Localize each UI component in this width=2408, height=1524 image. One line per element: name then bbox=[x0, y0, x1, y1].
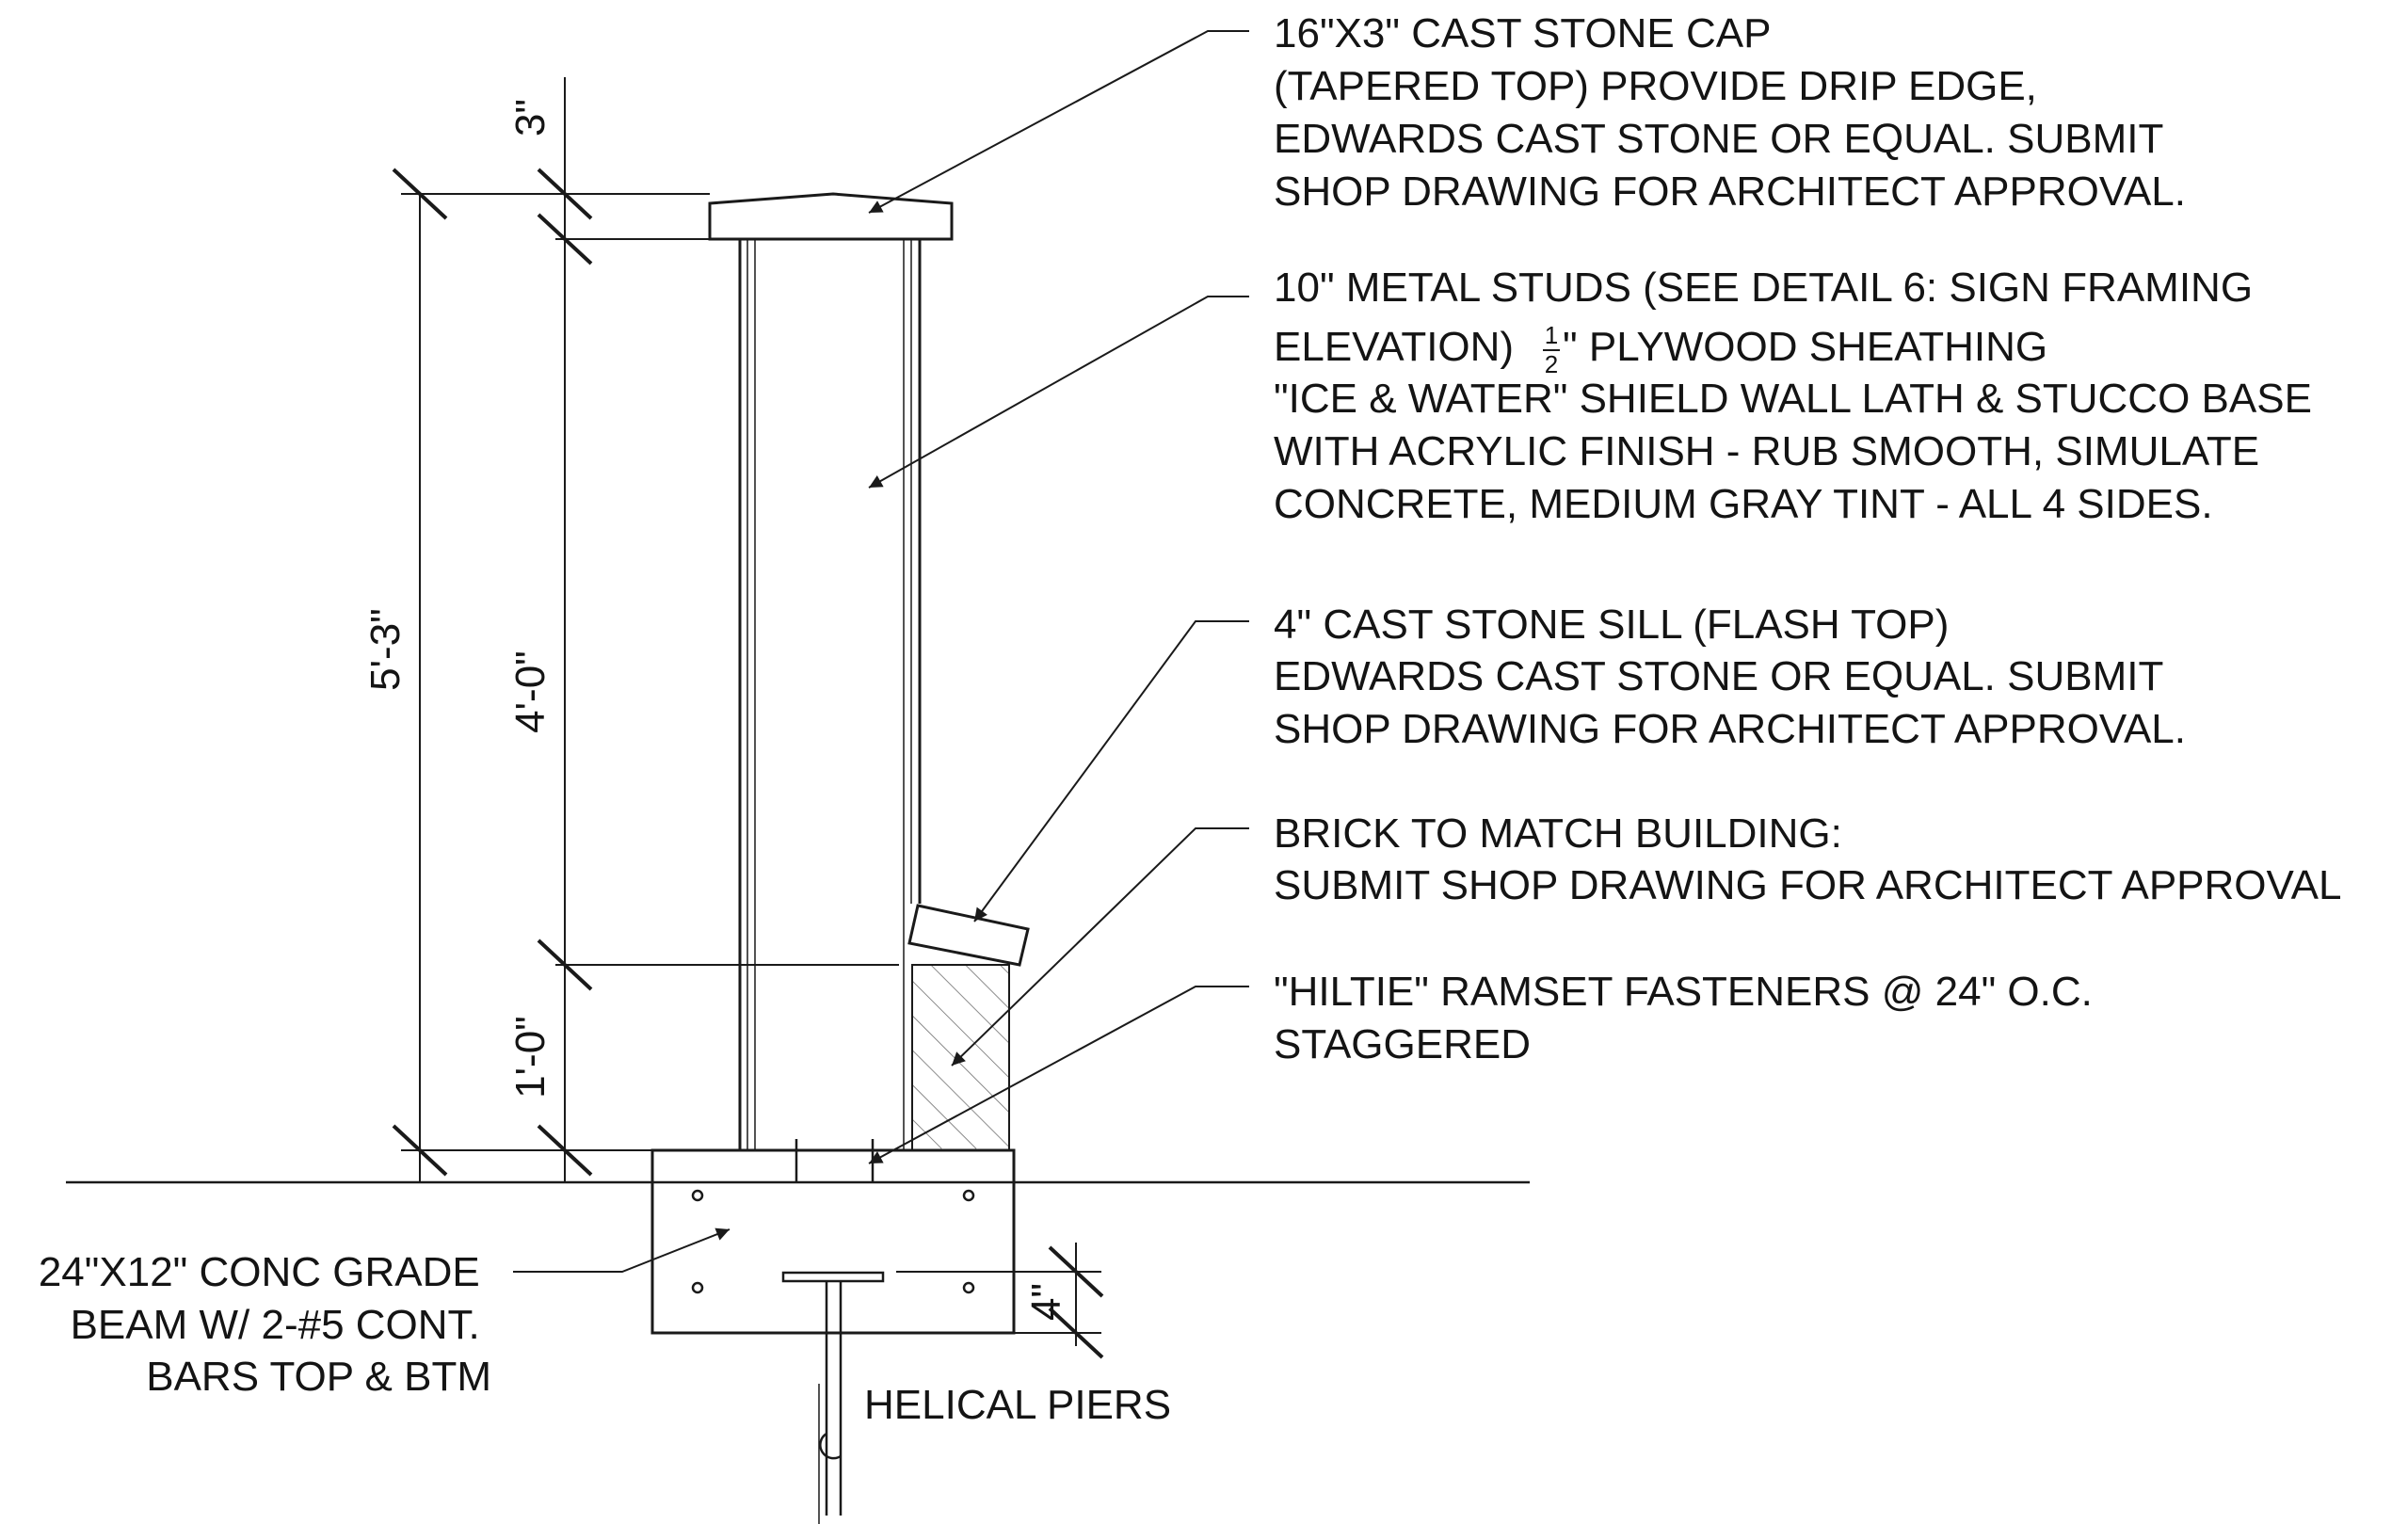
note-metal-studs-line2: ELEVATION) bbox=[1274, 324, 1514, 370]
note-metal-studs-rest: "ICE & WATER" SHIELD WALL LATH & STUCCO … bbox=[1274, 376, 2323, 527]
dim-cap-height: 3" bbox=[507, 99, 554, 136]
grade-beam bbox=[650, 1139, 1016, 1335]
leader-studs bbox=[868, 296, 1249, 489]
note-brick: BRICK TO MATCH BUILDING: SUBMIT SHOP DRA… bbox=[1274, 810, 2341, 908]
note-cast-stone-cap: 16"X3" CAST STONE CAP (TAPERED TOP) PROV… bbox=[1274, 10, 2186, 215]
note-metal-studs-line2b: " PLYWOOD SHEATHING bbox=[1563, 324, 2047, 370]
dim-total-height: 5'-3" bbox=[362, 608, 409, 691]
note-helical-piers: HELICAL PIERS bbox=[864, 1382, 1171, 1428]
dim-stud-height: 4'-0" bbox=[507, 650, 554, 733]
cast-stone-cap bbox=[708, 192, 954, 241]
dim-brick-height: 1'-0" bbox=[507, 1016, 554, 1099]
leader-lines bbox=[513, 30, 1249, 1273]
leader-cap bbox=[868, 30, 1249, 214]
note-metal-studs: 10" METAL STUDS (SEE DETAIL 6: SIGN FRAM… bbox=[1274, 265, 2253, 311]
dimension-lines bbox=[392, 77, 1104, 1359]
cast-stone-sill bbox=[907, 904, 1030, 967]
leader-brick bbox=[951, 827, 1249, 1067]
dim-pier-embed: 4" bbox=[1023, 1283, 1069, 1321]
stud-column bbox=[565, 239, 922, 1151]
leader-fasteners bbox=[868, 986, 1249, 1164]
note-grade-beam: 24"X12" CONC GRADE BEAM W/ 2-#5 CONT. BA… bbox=[39, 1249, 491, 1400]
note-cast-stone-sill: 4" CAST STONE SILL (FLASH TOP) EDWARDS C… bbox=[1274, 602, 2186, 752]
leader-sill bbox=[973, 620, 1249, 922]
fraction-half: 1 2 bbox=[1543, 321, 1560, 378]
svg-text:2: 2 bbox=[1545, 350, 1558, 378]
helical-pier bbox=[818, 1281, 843, 1524]
svg-text:1: 1 bbox=[1545, 321, 1558, 349]
note-fasteners: "HILTIE" RAMSET FASTENERS @ 24" O.C. STA… bbox=[1274, 969, 2104, 1067]
leader-beam bbox=[513, 1227, 730, 1273]
